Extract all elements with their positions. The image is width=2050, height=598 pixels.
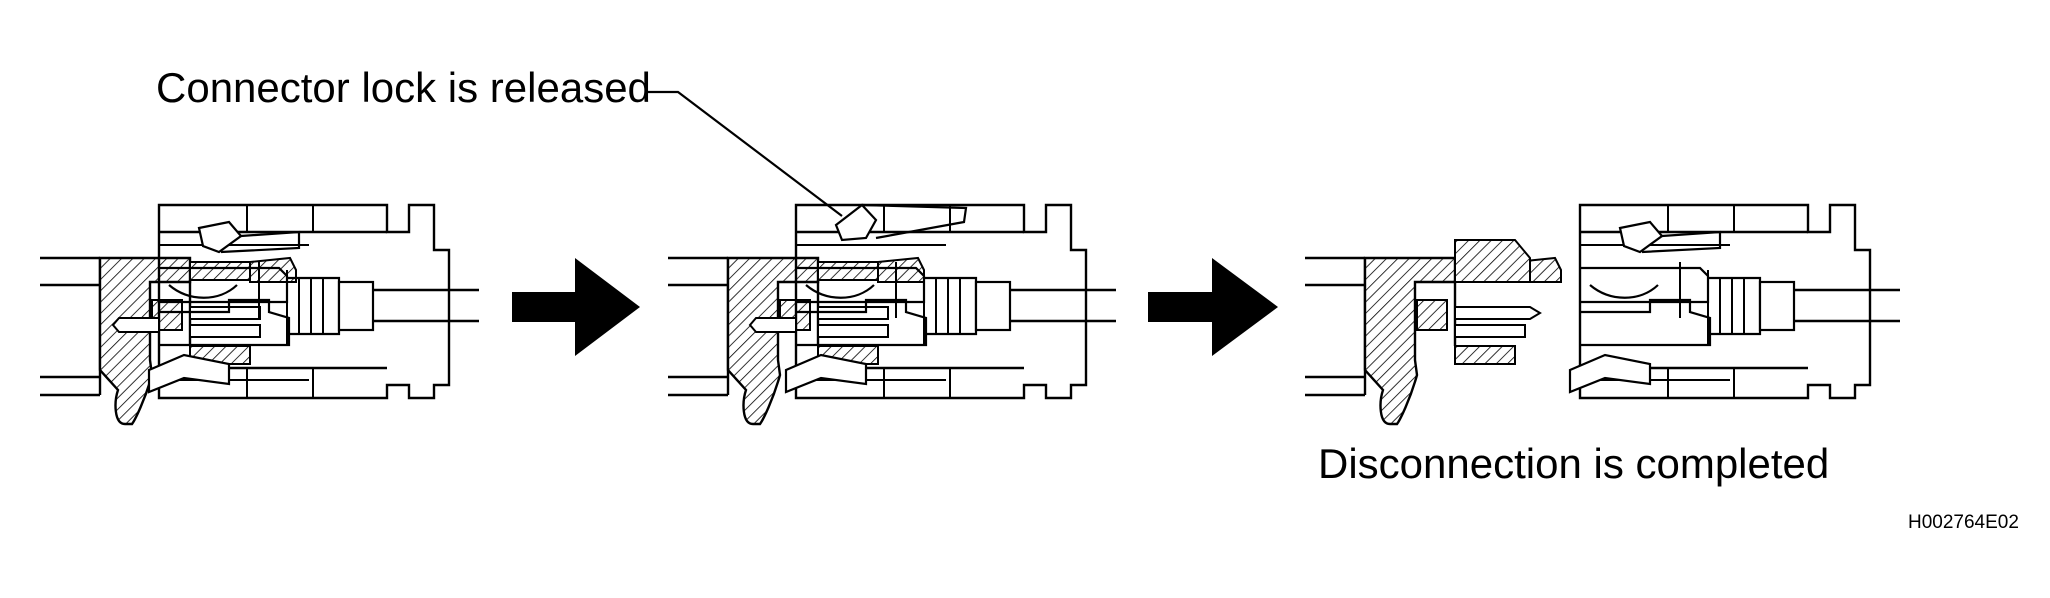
connector-lock bbox=[1618, 220, 1722, 254]
stage-connected bbox=[38, 203, 481, 426]
connector-lock-released bbox=[834, 203, 968, 242]
disconnection-completed-label: Disconnection is completed bbox=[1318, 440, 1830, 487]
connector-lock bbox=[197, 220, 301, 254]
terminal-pin bbox=[112, 317, 160, 333]
lock-released-label: Connector lock is released bbox=[156, 64, 651, 111]
terminal-pin bbox=[749, 317, 797, 333]
figure-code: H002764E02 bbox=[1908, 512, 2019, 533]
leader-line bbox=[645, 90, 843, 217]
male-connector-housing bbox=[147, 203, 481, 400]
male-connector-housing bbox=[784, 203, 1118, 400]
female-terminal bbox=[1454, 306, 1542, 320]
stage-disconnected bbox=[1303, 203, 1902, 426]
stage-lock-released bbox=[666, 203, 1118, 426]
arrow-right-icon bbox=[512, 258, 640, 356]
arrow-right-icon bbox=[1148, 258, 1278, 356]
female-sleeve bbox=[1454, 239, 1531, 283]
male-connector-housing bbox=[1568, 203, 1902, 400]
